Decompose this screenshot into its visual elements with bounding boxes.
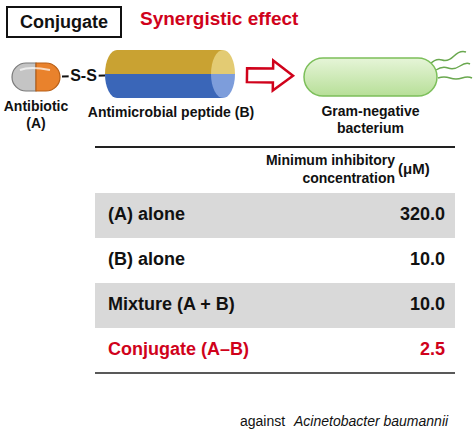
bacterium-cell: Gram-negative bacterium bbox=[303, 57, 438, 97]
table-cell: 10.0 bbox=[345, 250, 445, 268]
table-cell: Conjugate (A–B) bbox=[108, 340, 308, 358]
node-label: Antibiotic (A) bbox=[0, 98, 76, 132]
table-band bbox=[95, 283, 455, 328]
peptide-cylinder-outline bbox=[105, 50, 237, 98]
table-cell: 2.5 bbox=[345, 340, 445, 358]
bacterium-cell-outline bbox=[303, 57, 438, 97]
table-rule bbox=[95, 146, 455, 148]
cylinder-bottom bbox=[105, 74, 223, 98]
cylinder-face bbox=[211, 50, 235, 74]
node-label: Gram-negative bacterium bbox=[313, 103, 428, 137]
antibiotic-capsule-outline bbox=[10, 62, 62, 92]
cell-body bbox=[304, 58, 437, 96]
cylinder-top bbox=[105, 50, 223, 74]
table-cell: (A) alone bbox=[108, 205, 308, 223]
unit-header: (μM) bbox=[398, 160, 454, 178]
table-cell: 10.0 bbox=[345, 295, 445, 313]
column-header: Minimum inhibitory concentration bbox=[245, 151, 395, 187]
flagellum bbox=[430, 52, 466, 65]
cylinder-face bbox=[211, 74, 235, 98]
flagellum bbox=[438, 77, 472, 79]
table-rule bbox=[95, 372, 455, 374]
capsule-highlight bbox=[20, 68, 50, 70]
flagellum bbox=[436, 63, 470, 70]
table-cell: Mixture (A + B) bbox=[108, 295, 308, 313]
peptide-cylinder: Antimicrobial peptide (B) bbox=[105, 50, 237, 98]
footnote: against bbox=[240, 412, 296, 430]
capsule-half bbox=[36, 63, 60, 91]
antibiotic-capsule: Antibiotic (A) bbox=[10, 62, 62, 92]
block-arrow bbox=[247, 61, 293, 91]
species-name: Acinetobacter baumannii bbox=[294, 412, 470, 430]
subtitle: Synergistic effect bbox=[140, 10, 380, 28]
title-box: Conjugate bbox=[6, 6, 122, 38]
table-cell: (B) alone bbox=[108, 250, 308, 268]
node-label: Antimicrobial peptide (B) bbox=[84, 104, 259, 121]
table-cell: 320.0 bbox=[345, 205, 445, 223]
table-band bbox=[95, 193, 455, 238]
bond-label: S-S bbox=[68, 67, 99, 85]
